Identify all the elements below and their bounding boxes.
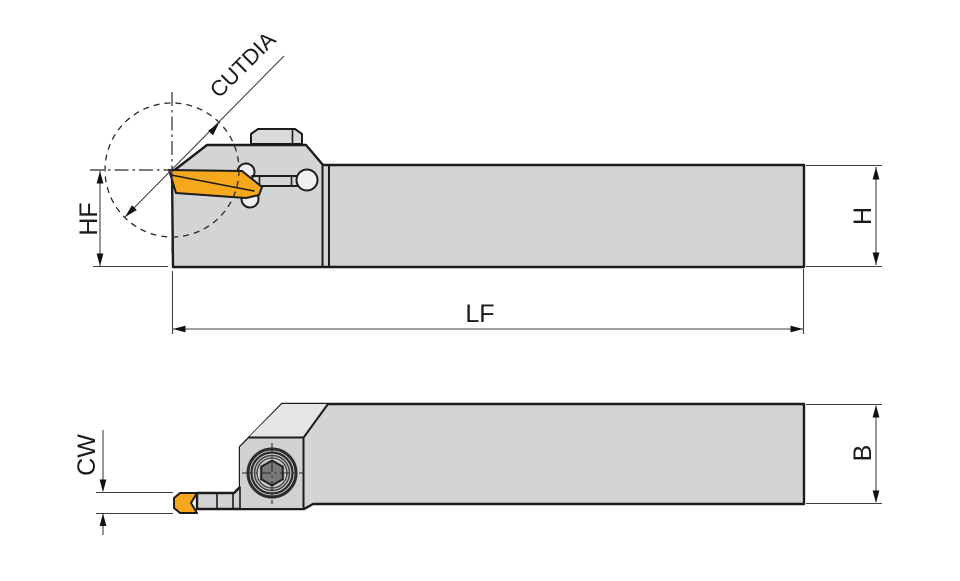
clamp-boss (250, 128, 303, 145)
top-face-right-edge (303, 403, 329, 438)
top-view: CW B (73, 402, 882, 535)
cutting-insert-top (173, 492, 198, 514)
hf-label: HF (75, 202, 103, 235)
cutdia-arrowhead-upper (208, 123, 219, 136)
clamp-screw (242, 443, 303, 504)
cutting-insert-side-facet-line (170, 174, 255, 192)
cutdia-arrowhead-lower (125, 205, 137, 217)
cutdia-circle (104, 102, 240, 238)
adjust-screw-circle (295, 168, 319, 192)
top-view-top-face (249, 404, 328, 437)
b-arrow-up (872, 405, 880, 418)
hf-arrow-up (96, 171, 104, 184)
cw-arrow-up (99, 513, 107, 526)
lf-arrow-right (790, 325, 803, 333)
cutdia-leader-line (124, 55, 285, 218)
h-label: H (849, 207, 877, 225)
b-arrow-down (872, 490, 880, 503)
b-label: B (849, 445, 877, 462)
cw-label: CW (73, 434, 101, 476)
hf-arrow-down (96, 253, 104, 266)
side-view: CUTDIA HF LF H (75, 27, 882, 334)
h-arrow-down (872, 252, 880, 265)
lf-label: LF (465, 300, 494, 328)
h-arrow-up (872, 167, 880, 180)
lf-arrow-left (173, 325, 186, 333)
cw-arrow-down (99, 479, 107, 492)
